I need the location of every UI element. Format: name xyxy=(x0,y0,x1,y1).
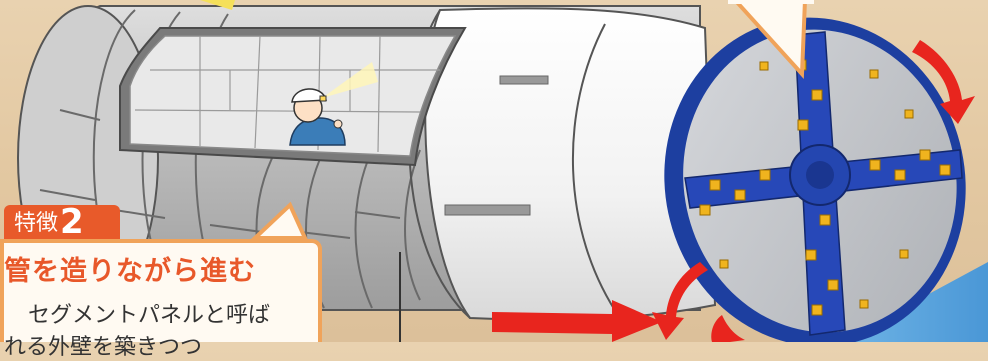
feature-badge-label: 特徴 xyxy=(14,211,58,236)
feature-badge-number: 2 xyxy=(60,202,84,242)
feature-badge: 特徴2 xyxy=(4,205,120,239)
feature-card: 管を造りながら進む セグメントパネルと呼ば れる外壁を築きつつ xyxy=(0,239,322,342)
feature-body-line2: れる外壁を築きつつ xyxy=(4,329,202,361)
feature-body-line1: セグメントパネルと呼ば xyxy=(28,297,270,329)
feature-title: 管を造りながら進む xyxy=(4,249,256,288)
